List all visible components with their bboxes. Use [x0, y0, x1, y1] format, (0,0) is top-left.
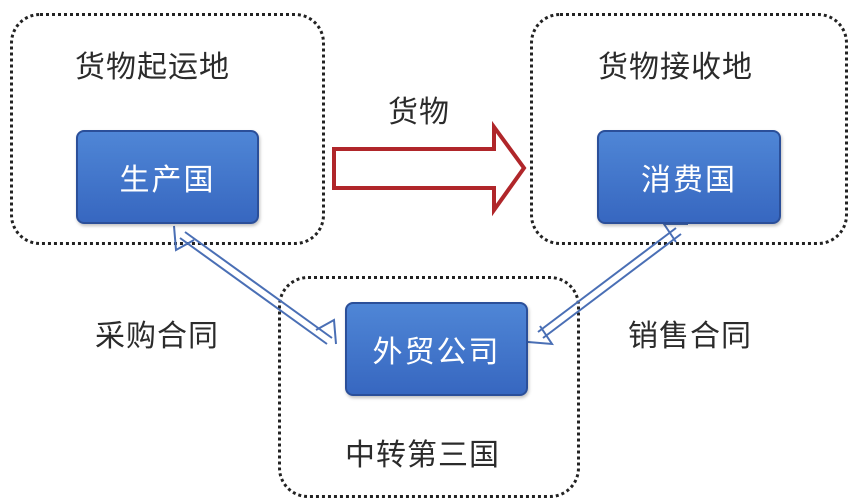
origin-zone-label: 货物起运地	[75, 50, 230, 85]
trader-node-label: 外贸公司	[372, 335, 501, 370]
producer-node-label: 生产国	[119, 163, 216, 198]
trader-node: 外贸公司	[345, 302, 528, 396]
consumer-node-label: 消费国	[641, 163, 737, 198]
sales-contract-arrow	[527, 223, 688, 346]
goods-label: 货物	[388, 95, 450, 130]
destination-zone	[530, 13, 848, 245]
origin-zone	[10, 13, 325, 245]
purchase-contract-arrow	[173, 225, 337, 345]
producer-node: 生产国	[76, 130, 259, 224]
goods-arrow	[332, 120, 527, 217]
purchase-contract-label: 采购合同	[95, 319, 219, 354]
consumer-node: 消费国	[597, 130, 781, 224]
third-country-zone-label: 中转第三国	[345, 438, 500, 473]
third-country-zone	[278, 276, 580, 498]
sales-contract-label: 销售合同	[628, 319, 752, 354]
destination-zone-label: 货物接收地	[598, 50, 753, 85]
